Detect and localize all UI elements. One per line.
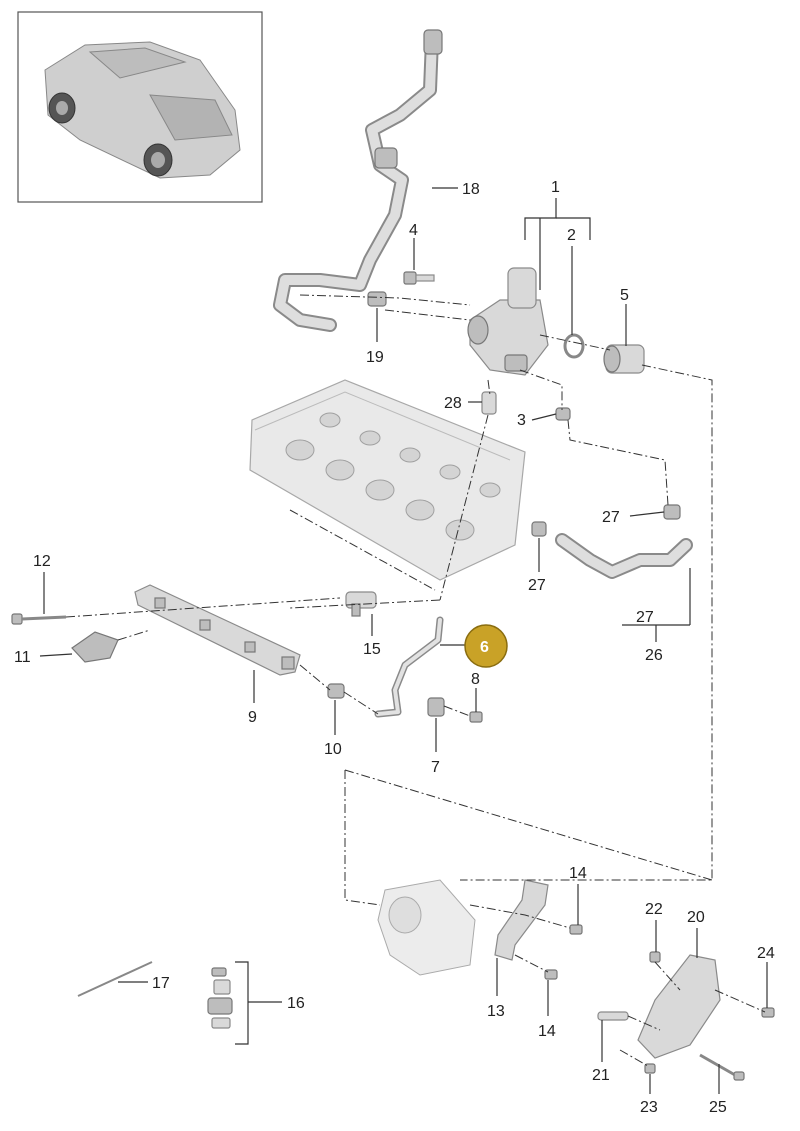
label-23: 23 [640,1099,658,1116]
part-18-hose [273,29,443,332]
part-14-bolt-a [569,924,583,935]
label-15: 15 [363,641,381,658]
label-27-clamp: 27 [602,509,620,526]
part-14-bolt-b [544,969,558,980]
part-22-pin [649,951,661,963]
part-13-bracket [494,879,549,961]
label-26: 26 [645,647,663,664]
part-9-fuel-rail [134,584,301,676]
label-13: 13 [487,1003,505,1020]
part-17-pin [77,961,153,997]
part-labels: 18 1 2 4 5 19 28 3 27 27 27 26 12 11 15 … [14,179,775,1116]
part-8-bolt [469,711,483,723]
label-7: 7 [431,759,440,776]
part-27-fitting-b [531,521,547,537]
part-24-bolt [761,1007,775,1018]
pump-housing [377,879,476,976]
alignment-lines [65,294,766,1067]
part-1-fuel-pump [467,267,549,376]
part-4-bolt [403,271,435,285]
part-23-bolt [644,1063,656,1074]
label-17: 17 [152,975,170,992]
label-24: 24 [757,945,775,962]
part-6-fuel-line [374,616,444,718]
label-20: 20 [687,909,705,926]
leader-lines [39,187,768,1094]
part-11-pressure-sensor [71,631,119,663]
part-12-bolt [11,613,67,625]
suv-vehicle-icon [44,41,241,179]
label-14-upper: 14 [569,865,587,882]
label-22: 22 [645,901,663,918]
label-14-lower: 14 [538,1023,556,1040]
label-6[interactable]: 6 [480,639,489,656]
label-27-hose: 27 [636,609,654,626]
label-16: 16 [287,995,305,1012]
part-27-clamp-a [663,504,681,520]
part-25-bolt [699,1053,745,1081]
label-3: 3 [517,412,526,429]
part-3-fitting [555,407,571,421]
label-19: 19 [366,349,384,366]
label-1: 1 [551,179,560,196]
vehicle-inset [17,11,263,203]
label-28: 28 [444,395,462,412]
part-20-cover [637,954,721,1059]
label-5: 5 [620,287,629,304]
part-7-bracket [427,697,445,717]
part-5-tappet [603,344,645,374]
label-25: 25 [709,1099,727,1116]
label-21: 21 [592,1067,610,1084]
part-16-clamp-set [207,967,233,1029]
label-4: 4 [409,222,418,239]
label-9: 9 [248,709,257,726]
part-19-clip [367,291,387,307]
label-12: 12 [33,553,51,570]
label-8: 8 [471,671,480,688]
part-26-hose [555,533,693,579]
label-10: 10 [324,741,342,758]
label-2: 2 [567,227,576,244]
label-27-fitting: 27 [528,577,546,594]
highlight-badge-6[interactable] [464,624,508,668]
part-2-o-ring [563,333,585,359]
label-18: 18 [462,181,480,198]
part-28-fitting [481,391,497,415]
part-21-dowel [597,1011,629,1021]
part-10-fitting [327,683,345,699]
cylinder-head [249,379,526,581]
label-11: 11 [14,649,31,666]
